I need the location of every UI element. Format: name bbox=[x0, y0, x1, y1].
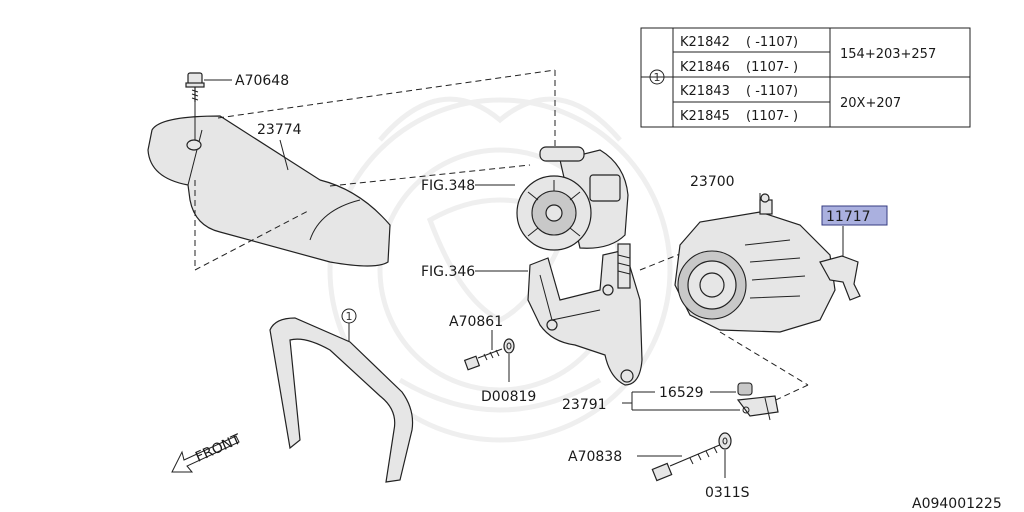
label-fig348[interactable]: FIG.348 bbox=[421, 178, 475, 194]
label-0311s[interactable]: 0311S bbox=[705, 485, 750, 501]
front-label: FRONT bbox=[193, 431, 244, 465]
washer-d00819[interactable] bbox=[503, 338, 515, 354]
diagram-reference-code: A094001225 bbox=[912, 496, 1002, 512]
table-group-1: 154+203+257 bbox=[840, 47, 936, 62]
parts-spec-table: 1 K21842 ( -1107) K21846 (1107- ) K21843… bbox=[640, 27, 971, 128]
label-a70648[interactable]: A70648 bbox=[235, 73, 289, 89]
washer-0311s[interactable] bbox=[718, 432, 732, 450]
table-part-3: K21843 bbox=[680, 84, 730, 99]
bracket-11717[interactable] bbox=[819, 255, 861, 301]
bracket-fig346[interactable] bbox=[527, 243, 643, 386]
label-23791[interactable]: 23791 bbox=[562, 397, 607, 413]
label-fig346[interactable]: FIG.346 bbox=[421, 264, 475, 280]
label-d00819[interactable]: D00819 bbox=[481, 389, 536, 405]
leader-23774 bbox=[279, 139, 289, 171]
label-16529[interactable]: 16529 bbox=[659, 385, 704, 401]
label-a70861[interactable]: A70861 bbox=[449, 314, 503, 330]
front-direction-arrow: FRONT bbox=[171, 431, 244, 473]
label-23774[interactable]: 23774 bbox=[257, 122, 302, 138]
bolt-a70838[interactable] bbox=[651, 443, 723, 482]
table-range-2: (1107- ) bbox=[746, 60, 798, 75]
label-11717[interactable]: 11717 bbox=[826, 209, 871, 225]
table-part-1: K21842 bbox=[680, 35, 730, 50]
table-group-2: 20X+207 bbox=[840, 96, 901, 111]
power-steering-pump-fig348[interactable] bbox=[516, 146, 629, 251]
table-callout-number: 1 bbox=[654, 71, 661, 84]
table-part-4: K21845 bbox=[680, 109, 730, 124]
label-a70838[interactable]: A70838 bbox=[568, 449, 622, 465]
table-part-2: K21846 bbox=[680, 60, 730, 75]
cover-23774[interactable] bbox=[147, 115, 391, 267]
callout-belt-number: 1 bbox=[346, 310, 353, 323]
label-23700[interactable]: 23700 bbox=[690, 174, 735, 190]
highlight-11717 bbox=[821, 205, 888, 226]
table-range-3: ( -1107) bbox=[746, 84, 798, 99]
leader-23791 bbox=[622, 392, 740, 411]
table-range-1: ( -1107) bbox=[746, 35, 798, 50]
adjust-bracket-23791[interactable] bbox=[736, 395, 779, 421]
table-range-4: (1107- ) bbox=[746, 109, 798, 124]
alternator-23700[interactable] bbox=[674, 193, 836, 333]
spacer-16529[interactable] bbox=[737, 382, 753, 396]
bolt-a70861[interactable] bbox=[463, 348, 503, 371]
bolt-a70648[interactable] bbox=[185, 72, 205, 102]
drive-belt[interactable] bbox=[269, 317, 414, 483]
